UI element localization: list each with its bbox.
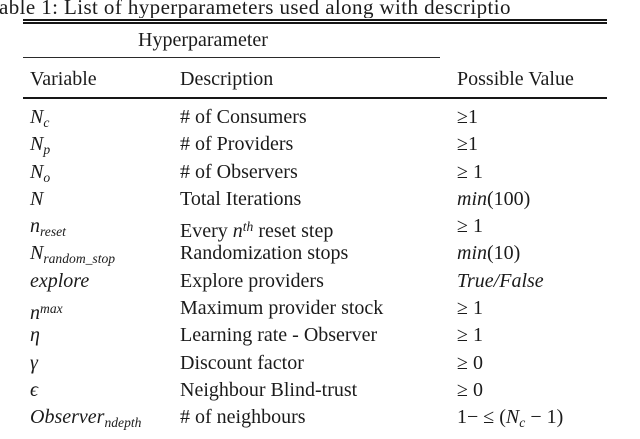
top-rule [23, 19, 607, 24]
cell-variable: Nc [30, 106, 50, 130]
cell-value: ≥ 0 [457, 378, 483, 401]
column-header-variable: Variable [30, 68, 97, 90]
cell-description: Randomization stops [180, 242, 349, 265]
table-row: Np # of Providers ≥1 [23, 131, 607, 158]
cell-description: Neighbour Blind-trust [180, 378, 358, 401]
cell-value: ≥ 0 [457, 351, 483, 374]
table-row: explore Explore providers True/False [23, 268, 607, 295]
cell-value: ≥1 [457, 106, 478, 128]
cell-value: min(10) [457, 242, 521, 265]
table-row: nmax Maximum provider stock ≥ 1 [23, 295, 607, 324]
cell-variable: nreset [30, 215, 66, 239]
cell-description: # of Observers [180, 160, 298, 183]
cell-variable: explore [30, 269, 90, 292]
table-row: γ Discount factor ≥ 0 [23, 350, 607, 377]
column-header-row: Variable Description Possible Value [23, 64, 607, 94]
cell-description: # of neighbours [180, 406, 306, 429]
group-header-hyperparameter: Hyperparameter [138, 29, 268, 51]
cell-value: True/False [457, 269, 544, 292]
table-row: ϵ Neighbour Blind-trust ≥ 0 [23, 377, 607, 404]
column-header-possible-value: Possible Value [457, 68, 574, 90]
cell-description: Total Iterations [180, 187, 302, 210]
cell-description: Maximum provider stock [180, 297, 384, 320]
cell-value: 1− ≤ (Nc − 1) [457, 406, 564, 431]
cell-description: # of Providers [180, 133, 294, 156]
column-header-description: Description [180, 68, 274, 90]
cell-variable: N [30, 187, 44, 210]
cell-variable: Np [30, 133, 51, 158]
cell-description: # of Consumers [180, 106, 307, 128]
table-row: Observerndepth # of neighbours 1− ≤ (Nc − … [23, 404, 607, 431]
cell-value: ≥ 1 [457, 297, 483, 320]
cell-value: ≥ 1 [457, 215, 483, 238]
header-rule [23, 97, 607, 99]
cell-value: ≥1 [457, 133, 478, 156]
cell-value: ≥ 1 [457, 160, 483, 183]
cell-variable: ϵ [30, 378, 39, 401]
cell-variable: Observerndepth [30, 406, 142, 431]
cell-description: Learning rate - Observer [180, 324, 378, 347]
cell-description: Every nth reset step [180, 219, 334, 243]
table-row: Nrandom_stop Randomization stops min(10) [23, 240, 607, 267]
table-row: nreset Every nth reset step ≥ 1 [23, 213, 607, 242]
table-row: N Total Iterations min(100) [23, 186, 607, 213]
table-row: No # of Observers ≥ 1 [23, 159, 607, 186]
table-row: Nc # of Consumers ≥1 [23, 104, 607, 131]
cell-value: ≥ 1 [457, 324, 483, 347]
cell-variable: No [30, 160, 51, 185]
group-header-rule [23, 57, 440, 59]
cell-value: min(100) [457, 187, 531, 210]
cell-description: Discount factor [180, 351, 304, 374]
cell-variable: η [30, 324, 40, 347]
cell-variable: nmax [30, 301, 63, 325]
cell-description: Explore providers [180, 269, 324, 292]
table-caption: able 1: List of hyperparameters used alo… [0, 0, 511, 18]
table-row: η Learning rate - Observer ≥ 1 [23, 322, 607, 349]
cell-variable: Nrandom_stop [30, 242, 116, 267]
cell-variable: γ [30, 351, 38, 374]
